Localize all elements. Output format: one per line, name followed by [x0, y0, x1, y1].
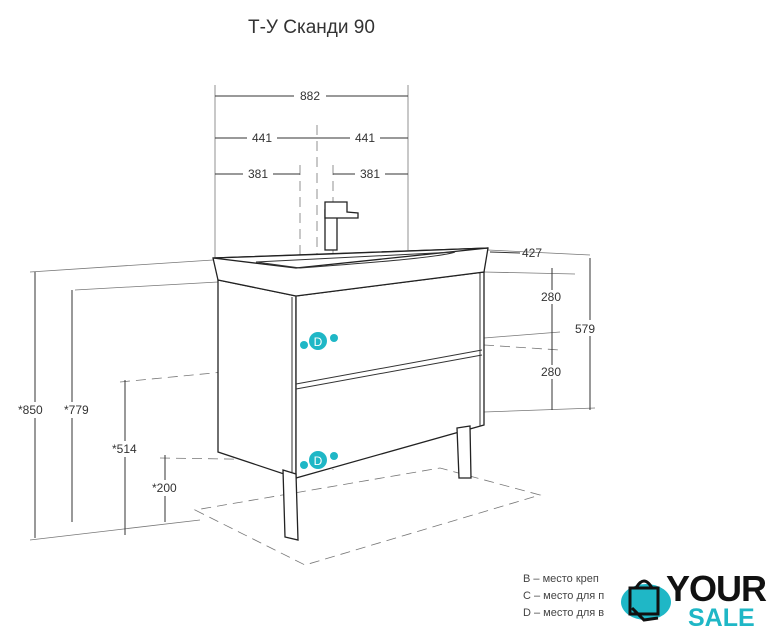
drawing-stroke — [110, 441, 150, 457]
drawing-stroke — [212, 247, 489, 269]
drawing-stroke — [489, 251, 521, 254]
drawing-stroke — [15, 402, 55, 418]
drawing-stroke — [243, 167, 273, 181]
leg-front — [282, 469, 299, 541]
drawing-stroke — [295, 271, 485, 479]
logo-text-sale: SALE — [688, 604, 755, 632]
dim-381-right: 381 — [360, 167, 380, 181]
shopping-bag-hand-icon — [621, 579, 671, 622]
dim-427: 427 — [522, 246, 542, 260]
vanity-cabinet — [217, 271, 485, 541]
marker-c-icon — [300, 461, 308, 469]
drawing-stroke — [483, 331, 561, 339]
drawing-stroke — [350, 131, 380, 145]
legend-item-d: D – место для в — [523, 607, 605, 619]
drawing-stroke — [74, 281, 219, 291]
right-dimensions: 427 579 280 280 — [489, 246, 605, 410]
faucet — [324, 201, 359, 251]
logo-text-your: YOUR — [666, 568, 767, 609]
drawing-stroke — [634, 579, 654, 589]
drawing-stroke — [29, 519, 201, 541]
marker-c-icon — [300, 341, 308, 349]
drawing-stroke — [62, 402, 102, 418]
drawing-stroke — [150, 480, 190, 496]
drawing-stroke — [255, 251, 456, 269]
marker-d-icon — [309, 332, 327, 350]
dim-514: *514 — [112, 442, 137, 456]
marker-c-icon — [330, 334, 338, 342]
drawing-stroke — [193, 467, 542, 566]
left-dimensions: *850 *779 *514 *200 — [15, 272, 190, 538]
dim-280-bottom: 280 — [541, 365, 561, 379]
drawing-stroke — [538, 365, 568, 379]
drawing-stroke — [483, 271, 576, 275]
marker-d-icon — [309, 451, 327, 469]
drawing-stroke: D — [314, 454, 323, 468]
drawing-stroke — [487, 249, 591, 256]
dim-779: *779 — [64, 403, 89, 417]
drawing-stroke — [628, 586, 660, 616]
drawing-stroke — [538, 290, 568, 304]
legend-item-b: B – место креп — [523, 573, 599, 585]
marker-c-icon — [330, 452, 338, 460]
dim-882: 882 — [300, 89, 320, 103]
drawing-stroke — [29, 259, 214, 273]
dim-850: *850 — [18, 403, 43, 417]
drawing-stroke — [324, 201, 359, 219]
legend-item-c: C – место для п — [523, 590, 605, 602]
dim-579: 579 — [575, 322, 595, 336]
markers: D D — [300, 332, 338, 469]
drawing-stroke — [483, 407, 596, 413]
drawing-stroke — [217, 279, 297, 479]
drawing-stroke — [630, 606, 659, 622]
dim-381-left: 381 — [248, 167, 268, 181]
dim-200: *200 — [152, 481, 177, 495]
drawing-stroke — [247, 131, 277, 145]
drawing-stroke — [575, 320, 605, 336]
drawing-stroke: D — [314, 335, 323, 349]
drawing-stroke — [355, 167, 385, 181]
dim-280-top: 280 — [541, 290, 561, 304]
legend: B – место креп C – место для п D – место… — [523, 571, 635, 622]
leg-back — [456, 425, 472, 479]
yoursale-logo: YOUR SALE — [618, 568, 778, 634]
drawing-stroke — [295, 349, 483, 385]
drawing-stroke — [295, 354, 483, 390]
dim-441-right: 441 — [355, 131, 375, 145]
drawing-stroke — [294, 89, 326, 103]
drawing-stroke — [483, 344, 561, 351]
sink — [212, 247, 489, 297]
top-dimensions: 882 441 441 381 381 — [215, 89, 408, 181]
dim-441-left: 441 — [252, 131, 272, 145]
drawing-title: Т-У Сканди 90 — [248, 17, 375, 38]
